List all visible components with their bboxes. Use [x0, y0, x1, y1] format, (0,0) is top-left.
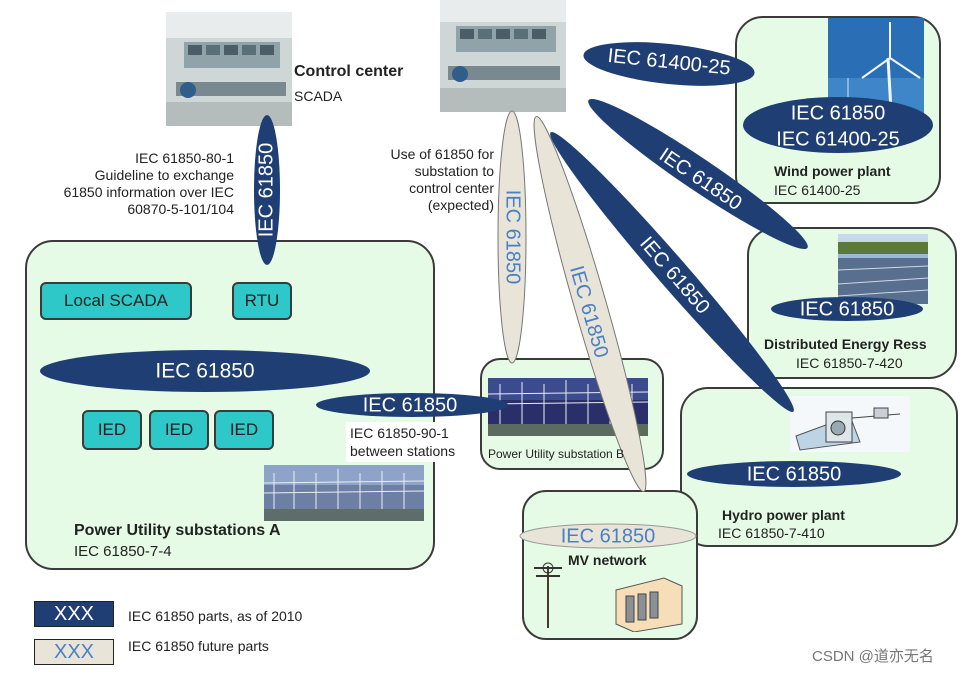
- der-standard: IEC 61850-7-420: [796, 355, 903, 371]
- der-title: Distributed Energy Ress: [764, 336, 927, 352]
- control-center-subtitle: SCADA: [294, 88, 343, 104]
- legend-current-swatch: XXX: [34, 601, 114, 627]
- mv-network-oval: [519, 523, 697, 549]
- solar-field-photo: [838, 234, 928, 304]
- substation-a-title: Power Utility substations A: [74, 522, 281, 539]
- legend-future-label: IEC 61850 future parts: [128, 638, 269, 654]
- hydro-plant-drawing: [790, 396, 910, 452]
- legend-current-swatch-text: XXX: [53, 602, 95, 625]
- legend-future-swatch-text: XXX: [53, 640, 95, 663]
- hydro-plant-standard: IEC 61850-7-410: [718, 525, 825, 541]
- iec-80-1-note-line: IEC 61850-80-1: [135, 150, 234, 166]
- wind-plant-oval-line1: IEC 61850: [791, 102, 886, 124]
- station-bus-label: IEC 61850: [155, 360, 254, 383]
- mv-network-oval-label: IEC 61850: [561, 525, 656, 547]
- watermark: CSDN @道亦无名: [812, 648, 934, 665]
- wind-plant-title: Wind power plant: [774, 163, 891, 179]
- hydro-oval: [687, 461, 901, 487]
- rtu-box: RTU: [232, 282, 292, 320]
- inter-station-label: IEC 61850: [363, 394, 458, 416]
- future-use-note-line: substation to: [414, 163, 494, 179]
- wind-link-oval-61400: [583, 42, 755, 86]
- hydro-link-label: IEC 61850: [635, 233, 714, 319]
- der-oval: [771, 297, 923, 321]
- control-room-photo-right: [440, 0, 566, 112]
- legend-future-swatch: XXX: [34, 639, 114, 665]
- wind-plant-oval-line2: IEC 61400-25: [776, 128, 899, 150]
- future-link-label-1: IEC 61850: [502, 190, 524, 285]
- ied-box-2: IED: [149, 410, 209, 450]
- local-scada-box: Local SCADA: [40, 282, 192, 320]
- hydro-link-oval: [550, 132, 794, 412]
- control-room-photo-left: [166, 12, 292, 126]
- wind-plant-standard: IEC 61400-25: [774, 182, 861, 198]
- iec-80-1-note-line: 60870-5-101/104: [127, 201, 234, 217]
- iec-80-1-note-line: 61850 information over IEC: [63, 184, 234, 200]
- ied-box-3: IED: [214, 410, 274, 450]
- future-use-note-line: control center: [409, 180, 494, 196]
- hydro-plant-title: Hydro power plant: [722, 507, 845, 523]
- wind-plant-oval: [743, 97, 933, 153]
- future-use-note-line: (expected): [427, 197, 494, 213]
- control-center-link-label: IEC 61850: [255, 143, 277, 238]
- switchgear-drawing: [612, 574, 684, 632]
- mv-network-title: MV network: [568, 552, 647, 568]
- future-link-oval-2: [533, 116, 647, 492]
- ied-box-1: IED: [82, 410, 142, 450]
- hydro-oval-label: IEC 61850: [747, 463, 842, 485]
- station-bus-oval: [40, 350, 370, 392]
- iec-80-1-note: IEC 61850-80-1 Guideline to exchange 618…: [30, 150, 234, 218]
- inter-station-oval: [316, 393, 508, 417]
- future-use-note-line: Use of 61850 for: [390, 146, 494, 162]
- substation-a-photo: [264, 465, 424, 521]
- control-center-link-oval: [254, 115, 280, 265]
- wind-link-oval-61850: [588, 99, 808, 249]
- control-center-title: Control center: [294, 63, 404, 80]
- between-stations-line: between stations: [350, 443, 456, 459]
- der-oval-label: IEC 61850: [800, 298, 895, 320]
- substation-a-standard: IEC 61850-7-4: [74, 543, 172, 560]
- legend-current-label: IEC 61850 parts, as of 2010: [128, 608, 303, 624]
- future-use-note: Use of 61850 for substation to control c…: [356, 146, 494, 214]
- between-stations-line: IEC 61850-90-1: [350, 425, 449, 441]
- iec-80-1-note-line: Guideline to exchange: [94, 167, 234, 183]
- substation-b-title: Power Utility substation B: [488, 447, 625, 461]
- between-stations-note: IEC 61850-90-1 between stations: [346, 422, 480, 462]
- future-link-oval-1: [497, 110, 527, 364]
- pole-drawing: [528, 556, 568, 628]
